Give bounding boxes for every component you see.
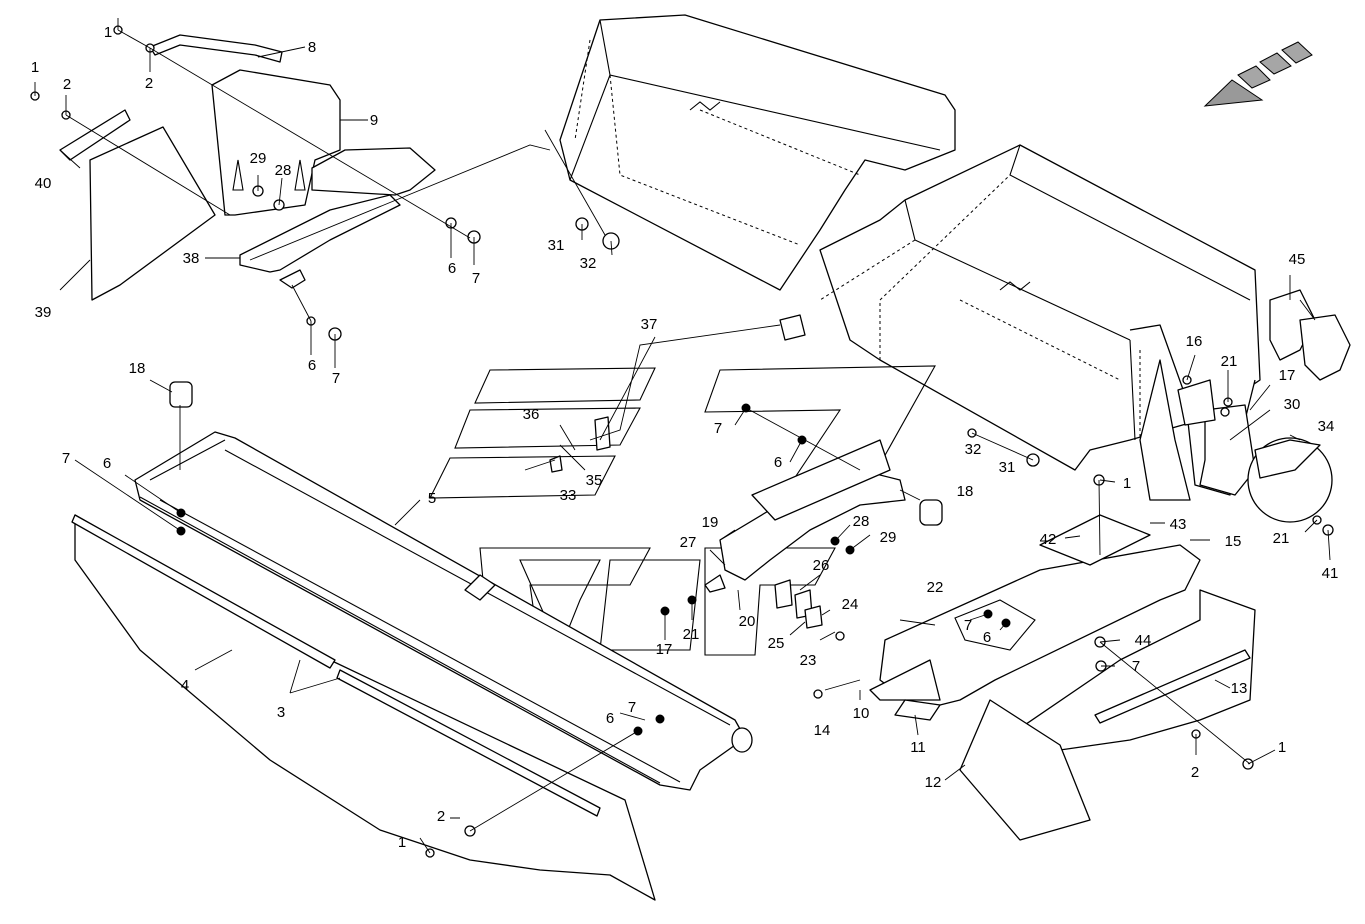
callout-label: 17 bbox=[1279, 367, 1296, 384]
callout-label: 28 bbox=[853, 513, 870, 530]
callout-label: 25 bbox=[768, 635, 785, 652]
callout-label: 35 bbox=[586, 472, 603, 489]
callout-label: 23 bbox=[800, 652, 817, 669]
callout-label: 21 bbox=[1221, 353, 1238, 370]
callout-label: 22 bbox=[927, 579, 944, 596]
callout-label: 6 bbox=[983, 629, 991, 646]
callout-label: 7 bbox=[332, 370, 340, 387]
callout-label: 21 bbox=[1273, 530, 1290, 547]
callout-label: 6 bbox=[606, 710, 614, 727]
callout-label: 18 bbox=[957, 483, 974, 500]
callout-label: 7 bbox=[1132, 658, 1140, 675]
callout-label: 28 bbox=[275, 162, 292, 179]
callout-label: 31 bbox=[548, 237, 565, 254]
callout-label: 13 bbox=[1231, 680, 1248, 697]
callout-label: 24 bbox=[842, 596, 859, 613]
callout-label: 31 bbox=[999, 459, 1016, 476]
callout-label: 43 bbox=[1170, 516, 1187, 533]
callout-label: 19 bbox=[702, 514, 719, 531]
callout-label: 8 bbox=[308, 39, 316, 56]
callout-label: 29 bbox=[880, 529, 897, 546]
callout-label: 34 bbox=[1318, 418, 1335, 435]
callout-label: 29 bbox=[250, 150, 267, 167]
callout-label: 16 bbox=[1186, 333, 1203, 350]
callout-label: 6 bbox=[448, 260, 456, 277]
callout-label: 6 bbox=[774, 454, 782, 471]
lower-right-tray bbox=[869, 514, 1256, 841]
callout-label: 6 bbox=[103, 455, 111, 472]
callout-label: 36 bbox=[523, 406, 540, 423]
callout-label: 38 bbox=[183, 250, 200, 267]
callout-label: 1 bbox=[1278, 739, 1286, 756]
beam-assembly bbox=[134, 381, 753, 791]
callout-label: 20 bbox=[739, 613, 756, 630]
callout-label: 2 bbox=[145, 75, 153, 92]
callout-label: 2 bbox=[1191, 764, 1199, 781]
callout-label: 1 bbox=[1123, 475, 1131, 492]
callout-label: 7 bbox=[714, 420, 722, 437]
callout-label: 7 bbox=[472, 270, 480, 287]
flap-assembly bbox=[71, 514, 656, 901]
callout-label: 7 bbox=[62, 450, 70, 467]
callout-label: 7 bbox=[628, 699, 636, 716]
callout-label: 1 bbox=[398, 834, 406, 851]
callout-label: 4 bbox=[181, 677, 189, 694]
callout-label: 27 bbox=[680, 534, 697, 551]
callout-label: 10 bbox=[853, 705, 870, 722]
callout-label: 39 bbox=[35, 304, 52, 321]
callout-label: 12 bbox=[925, 774, 942, 791]
right-motor-group bbox=[1177, 289, 1351, 523]
callout-label: 40 bbox=[35, 175, 52, 192]
callout-label: 26 bbox=[813, 557, 830, 574]
callout-label: 41 bbox=[1322, 565, 1339, 582]
callout-label: 45 bbox=[1289, 251, 1306, 268]
leader-lines bbox=[34, 18, 1331, 854]
direction-arrow-icon bbox=[1203, 41, 1313, 107]
callout-label: 14 bbox=[814, 722, 831, 739]
callout-label: 1 bbox=[104, 24, 112, 41]
callout-label: 6 bbox=[308, 357, 316, 374]
callout-labels: 1 2 8 1 2 9 40 29 28 38 39 6 7 6 7 31 32… bbox=[31, 24, 1339, 851]
callout-label: 11 bbox=[910, 739, 926, 756]
callout-label: 2 bbox=[63, 76, 71, 93]
upper-bracket-group bbox=[59, 34, 436, 301]
callout-label: 42 bbox=[1040, 531, 1057, 548]
callout-label: 44 bbox=[1135, 632, 1152, 649]
callout-label: 15 bbox=[1225, 533, 1242, 550]
callout-label: 21 bbox=[683, 626, 700, 643]
callout-label: 32 bbox=[580, 255, 597, 272]
callout-label: 37 bbox=[641, 316, 658, 333]
callout-label: 7 bbox=[964, 617, 972, 634]
callout-label: 2 bbox=[437, 808, 445, 825]
callout-label: 9 bbox=[370, 112, 378, 129]
callout-label: 3 bbox=[277, 704, 285, 721]
callout-label: 33 bbox=[560, 487, 577, 504]
callout-label: 1 bbox=[31, 59, 39, 76]
hopper-assembly bbox=[559, 14, 1261, 501]
callout-label: 32 bbox=[965, 441, 982, 458]
callout-label: 18 bbox=[129, 360, 146, 377]
callout-label: 5 bbox=[428, 490, 436, 507]
callout-label: 30 bbox=[1284, 396, 1301, 413]
middle-mount-group bbox=[549, 314, 943, 629]
callout-label: 17 bbox=[656, 641, 673, 658]
